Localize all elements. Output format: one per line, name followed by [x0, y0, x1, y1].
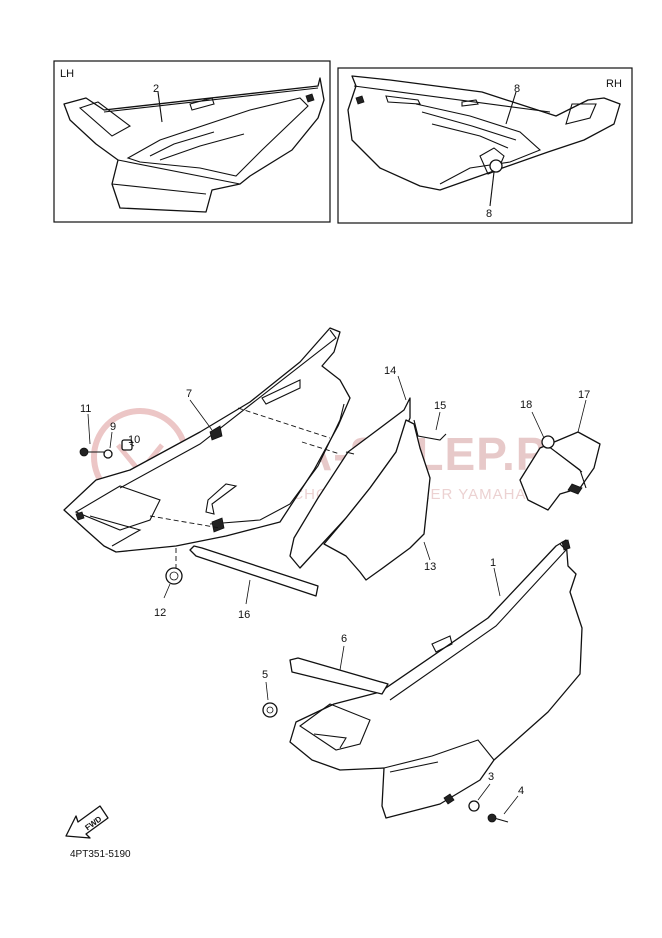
callout-16: 16 [238, 609, 250, 621]
inset-right-hand: RH 8 8 [337, 67, 633, 224]
callout-7: 7 [186, 388, 192, 400]
parts-13-14-15 [289, 375, 447, 581]
callout-12: 12 [154, 607, 166, 619]
forward-arrow-icon: FWD [65, 805, 109, 839]
callout-8-bottom: 8 [486, 208, 492, 220]
inset-left-hand: LH 2 [53, 60, 331, 223]
callout-4: 4 [518, 785, 524, 797]
inset-right-label: RH [606, 78, 622, 90]
parts-17-18 [519, 399, 601, 511]
callout-10: 10 [128, 434, 140, 446]
callout-labels: 1 3 4 5 6 7 9 10 11 12 13 14 15 16 17 18 [80, 365, 590, 797]
callout-6: 6 [341, 633, 347, 645]
callout-1: 1 [490, 557, 496, 569]
callout-18: 18 [520, 399, 532, 411]
callout-14: 14 [384, 365, 396, 377]
callout-15: 15 [434, 400, 446, 412]
callout-9: 9 [110, 421, 116, 433]
left-side-cover-assembly [63, 327, 351, 605]
callout-5: 5 [262, 669, 268, 681]
diagram-code: 4PT351-5190 [70, 849, 131, 860]
inset-left-label: LH [60, 68, 74, 80]
right-side-cover-assembly [262, 539, 583, 823]
callout-3: 3 [488, 771, 494, 783]
callout-11: 11 [80, 403, 91, 415]
callout-17: 17 [578, 389, 590, 401]
callout-8-top: 8 [514, 83, 520, 95]
callout-13: 13 [424, 561, 436, 573]
callout-2: 2 [153, 83, 159, 95]
